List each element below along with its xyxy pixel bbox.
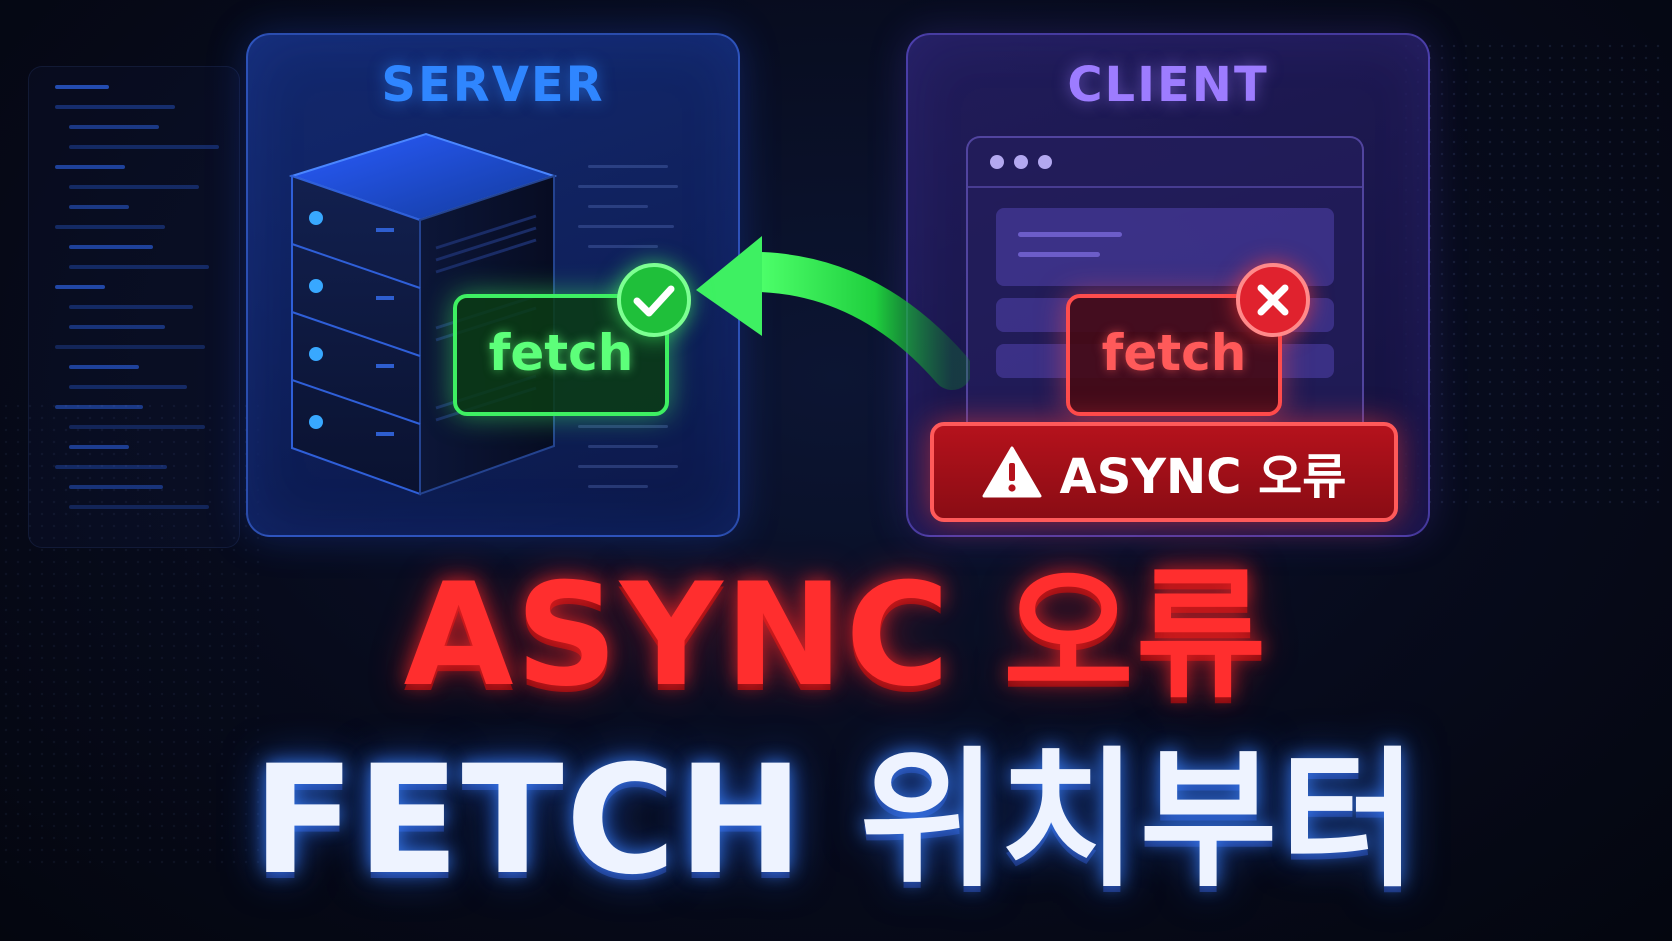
server-fetch-label: fetch xyxy=(453,294,669,416)
headline-line-1: ASYNC 오류 xyxy=(403,553,1269,718)
dot-pattern-right xyxy=(1400,40,1660,510)
dot-pattern-left xyxy=(0,400,260,870)
warning-icon xyxy=(982,446,1042,498)
check-icon xyxy=(617,263,691,337)
arrow-left-icon xyxy=(696,236,970,390)
headline-line-2: FETCH 위치부터 xyxy=(252,734,1420,908)
content-block xyxy=(996,208,1334,286)
async-error-banner: ASYNC 오류 xyxy=(930,422,1398,522)
browser-titlebar xyxy=(968,138,1362,188)
client-title: CLIENT xyxy=(1067,57,1269,113)
server-title: SERVER xyxy=(381,57,605,113)
code-background xyxy=(28,66,240,548)
error-banner-text: ASYNC 오류 xyxy=(1059,449,1347,505)
x-icon xyxy=(1236,263,1310,337)
window-dot-icon xyxy=(990,155,1004,169)
window-dot-icon xyxy=(1038,155,1052,169)
window-dot-icon xyxy=(1014,155,1028,169)
